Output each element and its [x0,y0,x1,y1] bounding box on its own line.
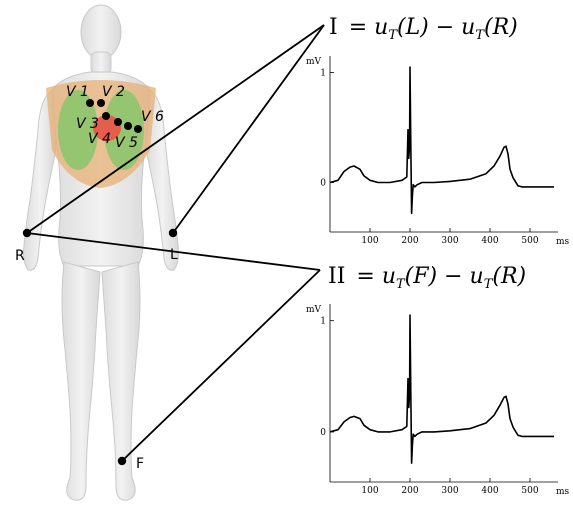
label-v2: V 2 [102,84,125,100]
x-tick-label: 300 [441,236,458,246]
x-axis-label: ms [556,487,570,497]
electrode-f [117,456,127,466]
ecg-chart-lead-i: 0 1 100 200 300 400 500 mV ms [306,56,570,247]
x-tick-label: 200 [401,486,418,496]
lead-i-formula: I = uT(L) − uT(R) [329,15,518,43]
lead-i-lhs: I [329,15,338,40]
lead-ii-arg1: (F) − u [405,264,484,289]
label-f: F [136,456,144,472]
electrode-v5 [124,122,132,130]
human-body [23,4,179,501]
x-tick-label: 100 [361,486,378,496]
electrode-v4 [114,118,122,126]
y-axis-label: mV [306,57,322,67]
neck [90,51,112,75]
x-tick-label: 200 [401,236,418,246]
lead-i-eq: = u [349,15,389,40]
y-tick-label: 0 [320,428,326,438]
label-r: R [15,248,25,264]
label-v4: V 4 [88,131,111,147]
lead-i-sub1: T [388,28,398,43]
y-tick-label: 0 [320,179,326,189]
y-tick-label: 1 [320,69,326,79]
lead-ii-formula: II = uT(F) − uT(R) [328,264,526,292]
x-axis-label: ms [556,237,570,247]
label-v5: V 5 [115,135,138,151]
x-tick-label: 500 [521,486,538,496]
right-lung [58,90,98,170]
electrode-l [168,228,178,238]
lead-ii-lhs: II [328,264,345,289]
x-tick-label: 500 [521,236,538,246]
heart [93,115,121,141]
x-tick-label: 400 [481,486,498,496]
electrode-v6 [134,125,142,133]
lead-i-sub2: T [475,28,485,43]
x-tick-label: 300 [441,486,458,496]
left-leg [101,261,141,501]
electrode-v2 [97,99,105,107]
electrode-v1 [86,99,94,107]
lead-ii-eq: = u [356,264,396,289]
label-v6: V 6 [141,109,164,125]
electrode-labels: V 1 V 2 V 3 V 4 V 5 V 6 R L F [15,84,178,472]
lead-lines [26,24,325,462]
electrode-r [22,228,32,238]
head [80,4,122,60]
label-v1: V 1 [66,84,89,100]
y-axis-label: mV [306,305,322,315]
electrodes [22,99,178,466]
lead-i-arg1: (L) − u [397,15,475,40]
electrode-v3 [102,112,110,120]
x-tick-label: 400 [481,236,498,246]
line-R-to-lead-I [26,24,325,234]
lead-ii-sub2: T [484,277,494,292]
ecg-trace [329,66,554,215]
ecg-chart-lead-ii: 0 1 100 200 300 400 500 mV ms [306,304,570,497]
ecg-trace [329,314,554,464]
lead-i-arg2: (R) [484,15,518,40]
left-lung [104,90,144,170]
label-l: L [170,247,178,263]
right-arm-of-figure [145,89,179,271]
label-v3: V 3 [76,116,99,132]
thorax-anatomy [46,80,156,188]
lead-ii-arg2: (R) [492,264,526,289]
line-R-to-lead-II [26,232,321,271]
right-leg [61,261,101,501]
y-tick-label: 1 [320,317,326,327]
x-tick-label: 100 [361,236,378,246]
line-F-to-lead-II [121,269,321,462]
line-L-to-lead-I [172,24,325,234]
lead-ii-sub1: T [396,277,406,292]
left-arm-of-figure [23,89,57,271]
